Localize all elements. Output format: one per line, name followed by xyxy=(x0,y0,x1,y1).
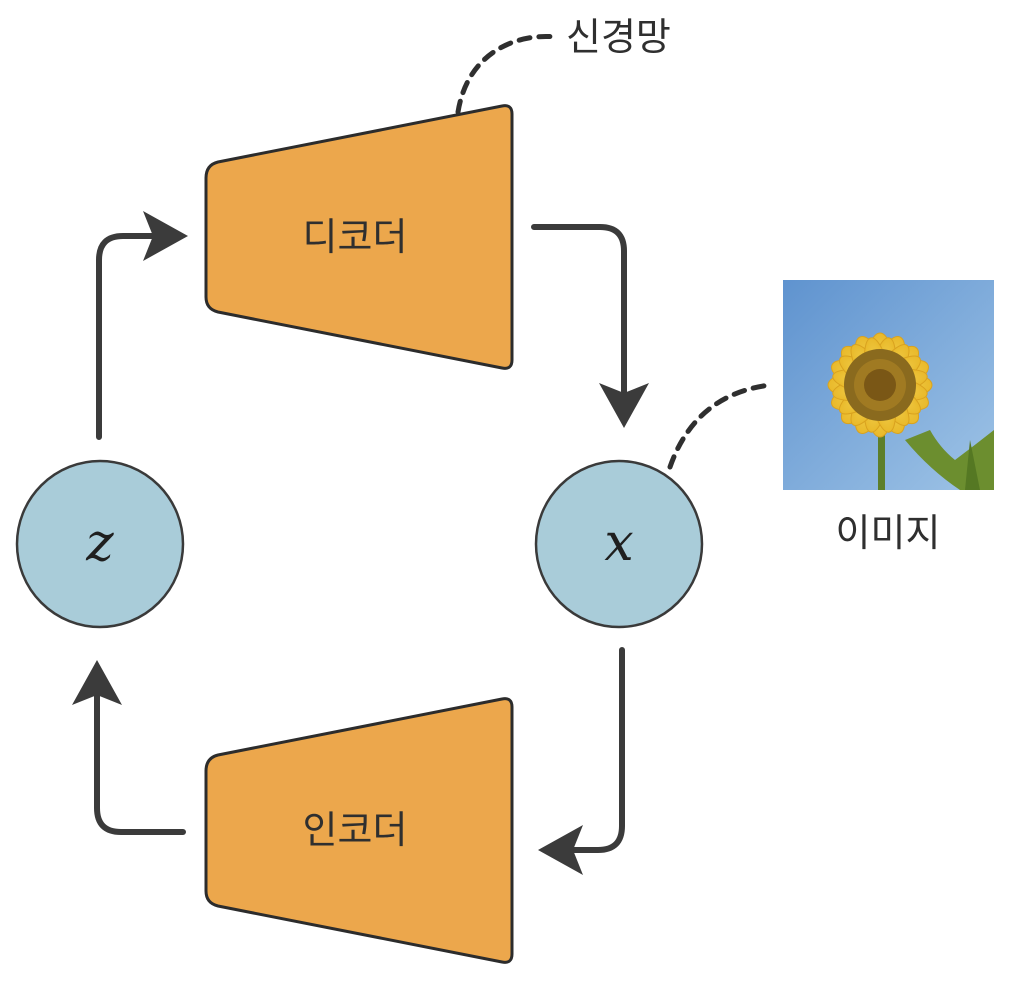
sunflower-image xyxy=(783,280,994,490)
neural-net-label: 신경망 xyxy=(566,15,671,59)
latent-node-z: z xyxy=(15,459,185,629)
image-annotation: 이미지 xyxy=(667,280,994,555)
image-label: 이미지 xyxy=(836,511,941,555)
arrow-z-to-decoder xyxy=(96,211,188,440)
arrow-x-to-encoder xyxy=(538,647,625,875)
decoder-label: 디코더 xyxy=(303,215,408,259)
arrow-decoder-to-x xyxy=(531,224,649,428)
latent-node-label: z xyxy=(85,513,114,573)
data-node-x: x xyxy=(534,459,704,629)
data-node-label: x xyxy=(604,513,633,573)
neural-net-annotation: 신경망 xyxy=(455,15,671,115)
arrow-encoder-to-z xyxy=(72,660,186,835)
encoder-label: 인코더 xyxy=(303,808,408,852)
decoder-block: 디코더 xyxy=(204,104,514,370)
encoder-block: 인코더 xyxy=(204,697,514,964)
